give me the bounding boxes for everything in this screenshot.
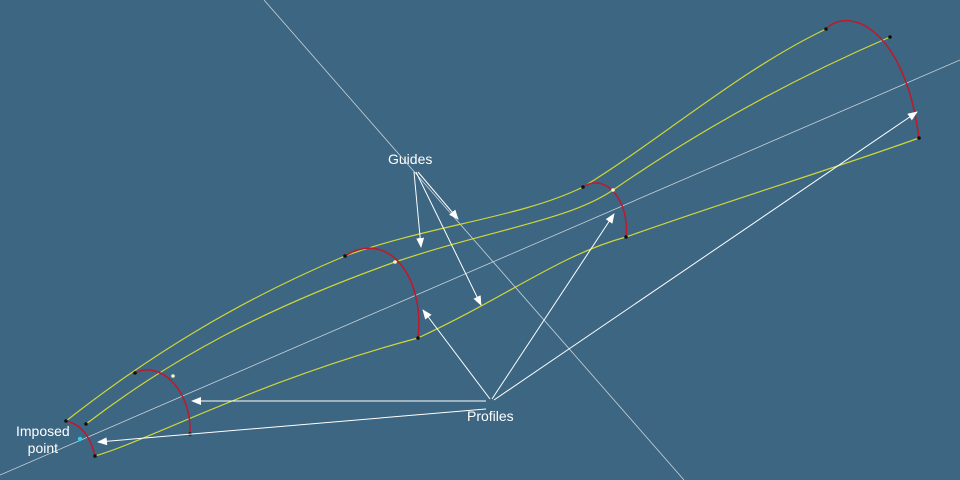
guide-profile-intersections bbox=[171, 188, 615, 378]
endpoint bbox=[917, 136, 921, 140]
endpoint bbox=[581, 185, 585, 189]
intersection-point bbox=[171, 374, 175, 378]
profile-arc-1[interactable] bbox=[65, 420, 96, 457]
curve-endpoints bbox=[64, 27, 921, 458]
profile-arc-5[interactable] bbox=[825, 20, 920, 139]
endpoint bbox=[624, 235, 628, 239]
profiles-label: Profiles bbox=[467, 408, 514, 424]
guides-arrows bbox=[413, 171, 482, 306]
guide-curve-middle[interactable] bbox=[85, 36, 891, 425]
profile-arc-4[interactable] bbox=[582, 182, 628, 238]
guide-curve-bottom[interactable] bbox=[94, 137, 920, 457]
endpoint bbox=[416, 336, 420, 340]
reference-axis-diagonal bbox=[263, 0, 685, 480]
profiles-arrow-4 bbox=[491, 213, 615, 400]
guides-arrow-3 bbox=[417, 171, 459, 220]
guides-arrow-2 bbox=[415, 171, 482, 306]
profiles-arrow-3 bbox=[422, 309, 491, 400]
endpoint bbox=[824, 27, 828, 31]
profile-arc-3[interactable] bbox=[344, 247, 420, 339]
guides-arrow-1 bbox=[413, 171, 425, 248]
intersection-point bbox=[393, 260, 397, 264]
guide-curve-top[interactable] bbox=[65, 28, 827, 422]
endpoint bbox=[84, 422, 88, 426]
endpoint bbox=[343, 254, 347, 258]
reference-axis-spine bbox=[0, 59, 960, 476]
endpoint bbox=[93, 454, 97, 458]
intersection-point bbox=[611, 188, 615, 192]
endpoint bbox=[133, 371, 137, 375]
imposed-point-label-line2: point bbox=[27, 440, 59, 456]
profiles-arrow-1 bbox=[97, 408, 487, 446]
imposed-point-label-line1: Imposed bbox=[16, 423, 70, 439]
profiles-arrows bbox=[97, 111, 918, 446]
imposed-point-label: Imposed point bbox=[16, 423, 70, 457]
profiles-arrow-5 bbox=[493, 111, 918, 401]
endpoint bbox=[64, 419, 68, 423]
endpoint bbox=[888, 35, 892, 39]
imposed-point-marker[interactable] bbox=[77, 436, 83, 442]
profile-arc-2[interactable] bbox=[134, 369, 191, 435]
guides-label: Guides bbox=[388, 151, 433, 167]
